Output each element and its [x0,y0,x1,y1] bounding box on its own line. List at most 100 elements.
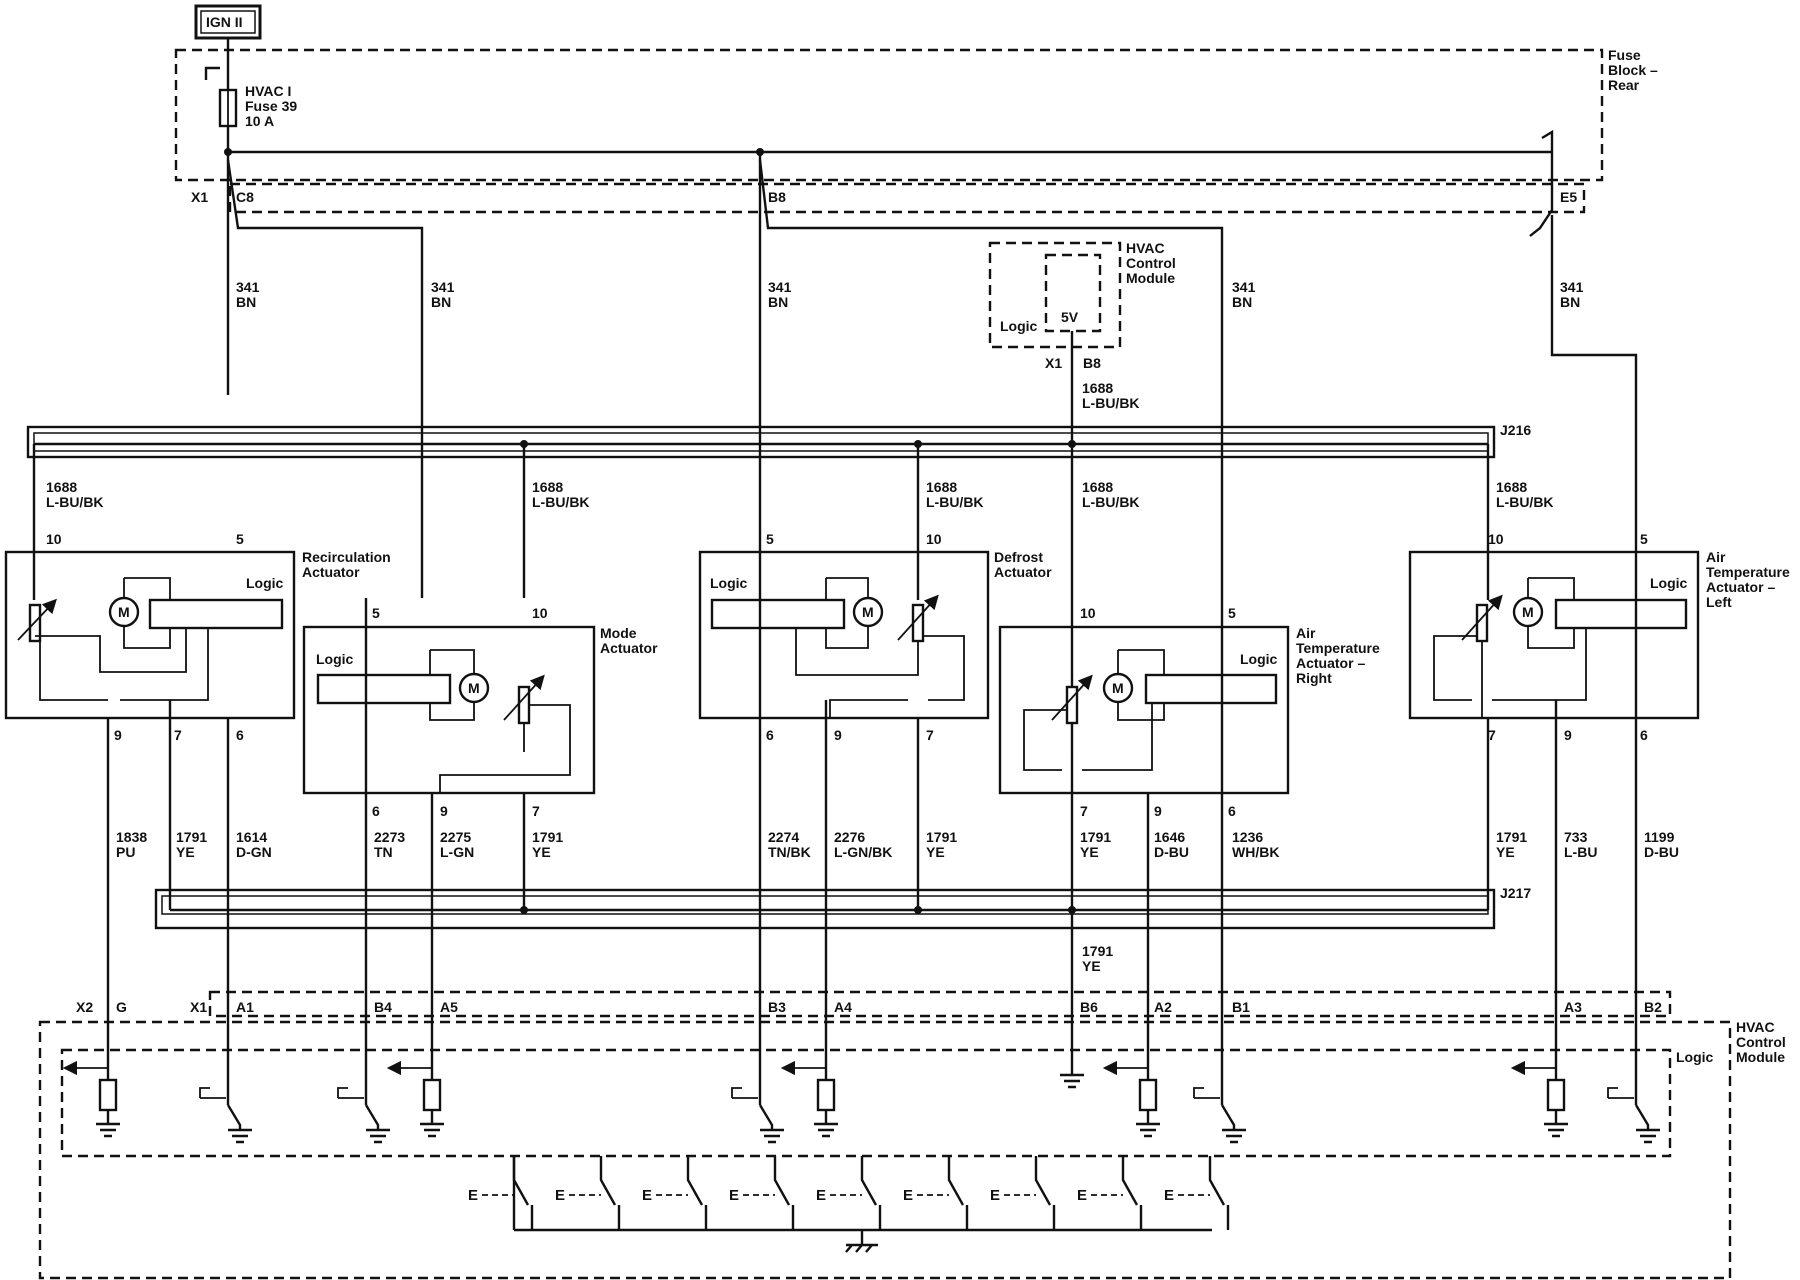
ign-ii-source: IGN II [194,4,262,40]
switch-label: E [729,1187,739,1204]
svg-text:J216: J216 [1500,422,1531,438]
svg-text:B2: B2 [1644,999,1662,1015]
svg-text:1614: 1614 [236,829,267,845]
svg-text:Actuator: Actuator [600,640,658,656]
svg-text:A4: A4 [834,999,852,1015]
svg-text:B3: B3 [768,999,786,1015]
svg-text:7: 7 [174,727,182,743]
svg-text:Defrost: Defrost [994,549,1043,565]
svg-text:M: M [118,604,130,620]
svg-text:1791: 1791 [532,829,563,845]
svg-text:Left: Left [1706,594,1732,610]
svg-text:Module: Module [1736,1049,1785,1065]
svg-text:G: G [116,999,127,1015]
svg-text:Air: Air [1706,549,1726,565]
svg-text:1199: 1199 [1644,829,1675,845]
svg-text:YE: YE [1496,844,1515,860]
svg-text:10: 10 [46,531,62,547]
svg-text:341: 341 [431,279,455,295]
switch-label: E [1077,1187,1087,1204]
svg-text:A2: A2 [1154,999,1172,1015]
svg-text:YE: YE [532,844,551,860]
svg-text:Actuator –: Actuator – [1706,579,1775,595]
svg-text:Air: Air [1296,625,1316,641]
splice-j216 [26,425,1496,459]
svg-text:A5: A5 [440,999,458,1015]
svg-text:733: 733 [1564,829,1588,845]
defrost-actuator: Logic M [698,550,990,720]
svg-text:M: M [862,604,874,620]
svg-text:1688: 1688 [46,479,77,495]
switch-label: E [990,1187,1000,1204]
svg-text:10: 10 [532,605,548,621]
svg-text:7: 7 [1080,803,1088,819]
svg-text:YE: YE [176,844,195,860]
svg-text:E5: E5 [1560,189,1577,205]
svg-text:C8: C8 [236,189,254,205]
svg-text:PU: PU [116,844,135,860]
switch-6: E [903,1156,969,1230]
svg-text:9: 9 [1564,727,1572,743]
switch-4: E [729,1156,795,1230]
svg-text:6: 6 [236,727,244,743]
svg-text:341: 341 [236,279,260,295]
svg-text:Fuse: Fuse [1608,47,1641,63]
svg-text:Actuator –: Actuator – [1296,655,1365,671]
svg-text:Logic: Logic [710,575,748,591]
svg-text:7: 7 [532,803,540,819]
air-temp-actuator-left: Logic M [1408,550,1700,720]
svg-text:L-BU/BK: L-BU/BK [532,494,590,510]
svg-text:2273: 2273 [374,829,405,845]
svg-text:TN/BK: TN/BK [768,844,811,860]
svg-text:5: 5 [372,605,380,621]
svg-text:7: 7 [1488,727,1496,743]
svg-text:1791: 1791 [176,829,207,845]
module-input-circuits [62,1060,1568,1138]
svg-text:341: 341 [1232,279,1256,295]
svg-text:BN: BN [236,294,256,310]
svg-text:HVAC: HVAC [1736,1019,1775,1035]
svg-text:9: 9 [1154,803,1162,819]
svg-text:X2: X2 [76,999,93,1015]
svg-text:A3: A3 [1564,999,1582,1015]
svg-text:1688: 1688 [1496,479,1527,495]
switch-2: E [555,1156,621,1230]
switch-5: E [816,1156,882,1230]
svg-text:X1: X1 [1045,355,1062,371]
svg-text:L-GN: L-GN [440,844,474,860]
svg-text:M: M [1522,604,1534,620]
svg-text:9: 9 [114,727,122,743]
svg-text:1791: 1791 [1082,943,1113,959]
svg-text:Logic: Logic [246,575,284,591]
mode-actuator: Logic M [302,625,596,795]
svg-text:Temperature: Temperature [1706,564,1790,580]
svg-text:L-BU/BK: L-BU/BK [1496,494,1554,510]
svg-text:2276: 2276 [834,829,865,845]
svg-text:HVAC I: HVAC I [245,83,291,99]
fuse-block-rear-outline [174,48,1604,182]
svg-text:Rear: Rear [1608,77,1640,93]
switch-label: E [1164,1187,1174,1204]
svg-text:5: 5 [766,531,774,547]
svg-text:X1: X1 [191,189,208,205]
svg-text:A1: A1 [236,999,254,1015]
svg-text:1688: 1688 [1082,479,1113,495]
svg-text:7: 7 [926,727,934,743]
svg-text:YE: YE [926,844,945,860]
svg-text:BN: BN [1232,294,1252,310]
switch-label: E [903,1187,913,1204]
svg-text:Control: Control [1126,255,1176,271]
switch-3: E [642,1156,708,1230]
svg-text:9: 9 [440,803,448,819]
switch-label: E [468,1187,478,1204]
recirculation-actuator: Logic M [4,550,296,720]
svg-text:Logic: Logic [1000,318,1038,334]
switch-7: E [990,1156,1056,1230]
svg-text:Right: Right [1296,670,1332,686]
svg-text:B8: B8 [1083,355,1101,371]
svg-text:5: 5 [236,531,244,547]
svg-text:1236: 1236 [1232,829,1263,845]
svg-text:Actuator: Actuator [994,564,1052,580]
